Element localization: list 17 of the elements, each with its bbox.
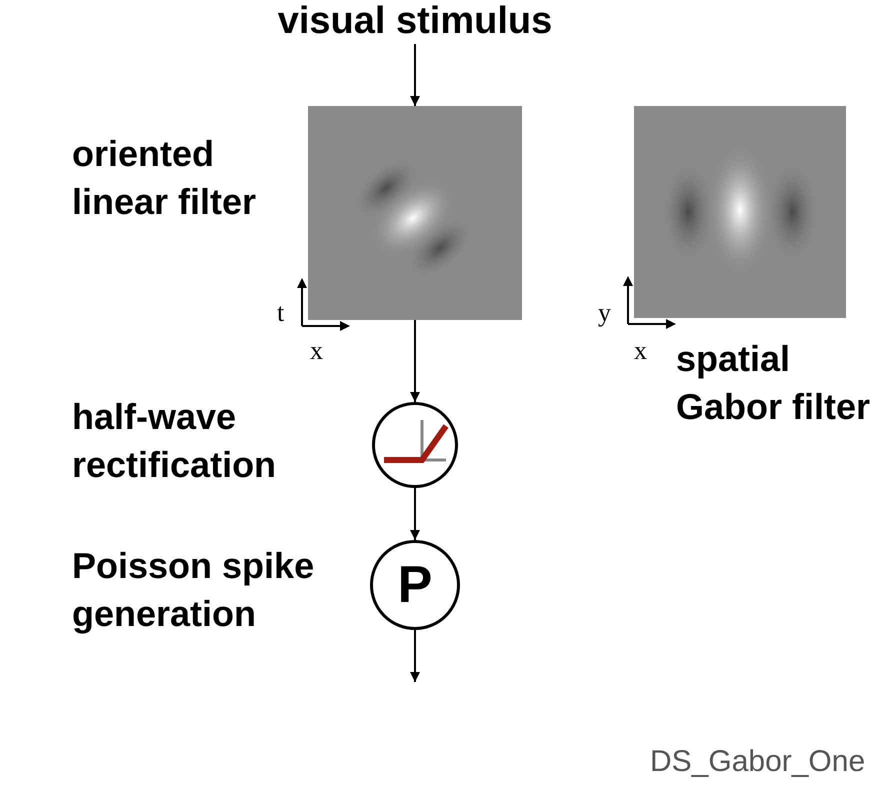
node-caption: half-wave rectification xyxy=(72,395,278,487)
node-caption: spatial Gabor filter xyxy=(676,337,872,429)
node-label: visual stimulus xyxy=(255,0,575,44)
picture xyxy=(634,106,846,318)
node-caption: Poisson spike generation xyxy=(72,544,316,636)
arrow xyxy=(410,630,420,682)
arrow xyxy=(410,488,420,540)
axis-label: y xyxy=(598,300,611,326)
axis-label: x xyxy=(634,338,647,364)
spike-generator-circle: P xyxy=(370,540,460,630)
axis-label: t xyxy=(277,300,284,326)
arrow xyxy=(410,44,420,106)
picture xyxy=(308,106,522,320)
figure-id: DS_Gabor_One xyxy=(650,745,866,779)
node-caption: oriented linear filter xyxy=(72,132,258,224)
arrow xyxy=(410,320,420,402)
axis-label: x xyxy=(310,338,323,364)
